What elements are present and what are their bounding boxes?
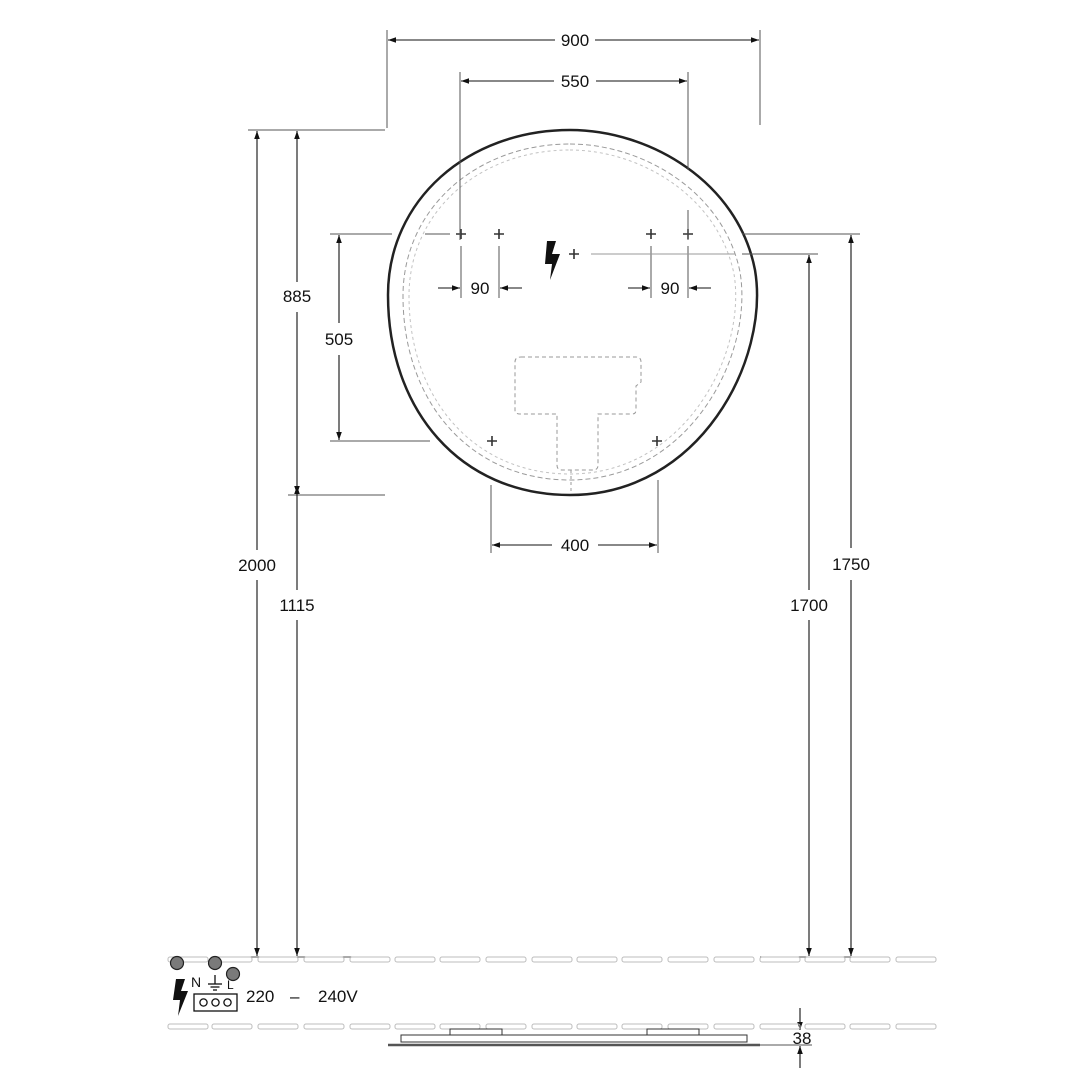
dim-885: 885 bbox=[283, 287, 311, 306]
dimension-labels: 900 550 885 505 90 90 400 2000 1115 1750… bbox=[238, 31, 870, 1048]
mirror-frame bbox=[386, 128, 759, 497]
electrical-legend: N L 220 – 240V bbox=[169, 955, 358, 1016]
dim-38: 38 bbox=[793, 1029, 812, 1048]
rear-bracket-outline bbox=[514, 356, 642, 471]
terminal-n-label: N bbox=[191, 974, 201, 990]
dim-1750: 1750 bbox=[832, 555, 870, 574]
dim-90-right: 90 bbox=[661, 279, 680, 298]
voltage-separator: – bbox=[290, 987, 300, 1006]
wall-tiles-side bbox=[167, 1023, 937, 1030]
floor-tiles-front bbox=[167, 956, 937, 963]
led-strip-inner bbox=[408, 149, 737, 475]
led-strip-outer bbox=[402, 143, 743, 481]
dim-1115: 1115 bbox=[279, 596, 314, 615]
dim-1700: 1700 bbox=[790, 596, 828, 615]
ground-icon bbox=[208, 975, 222, 991]
mirror-side-view bbox=[388, 1028, 760, 1047]
voltage-min: 220 bbox=[246, 987, 274, 1006]
terminal-block-icon bbox=[193, 993, 238, 1012]
dim-2000: 2000 bbox=[238, 556, 276, 575]
dimension-lines bbox=[254, 37, 854, 1068]
screw-cross-icon bbox=[456, 229, 693, 446]
terminal-l-label: L bbox=[227, 978, 234, 992]
wire-end-icon bbox=[169, 955, 241, 982]
voltage-max: 240V bbox=[318, 987, 358, 1006]
dim-550: 550 bbox=[561, 72, 589, 91]
lightning-icon bbox=[545, 241, 560, 280]
dim-505: 505 bbox=[325, 330, 353, 349]
dim-400: 400 bbox=[561, 536, 589, 555]
dim-900: 900 bbox=[561, 31, 589, 50]
lightning-icon bbox=[173, 979, 188, 1016]
mirror-outline bbox=[386, 128, 759, 497]
dim-90-left: 90 bbox=[471, 279, 490, 298]
extension-lines bbox=[248, 30, 860, 1046]
